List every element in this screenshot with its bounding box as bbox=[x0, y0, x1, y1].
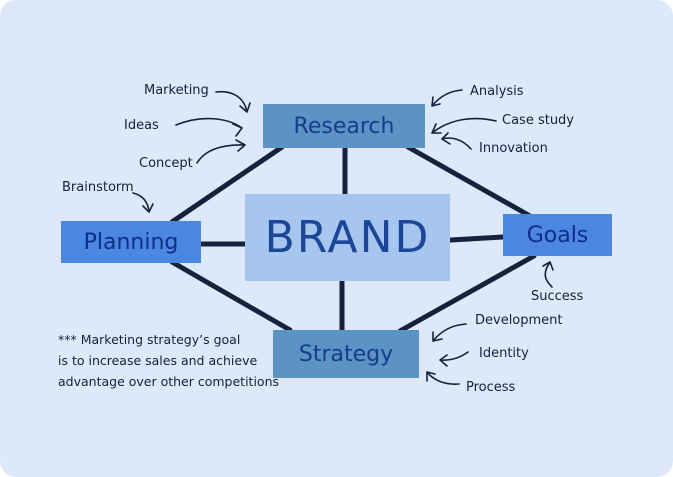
label-case-study: Case study bbox=[502, 113, 575, 128]
line-planning-strategy bbox=[169, 259, 293, 333]
node-goals: Goals bbox=[503, 214, 612, 256]
line-research-planning bbox=[169, 144, 285, 225]
line-goals-strategy bbox=[397, 253, 537, 334]
label-brainstorm: Brainstorm bbox=[62, 180, 134, 195]
node-planning: Planning bbox=[61, 221, 201, 263]
label-ideas: Ideas bbox=[124, 118, 159, 133]
note-line-1: *** Marketing strategy’s goal bbox=[58, 332, 241, 347]
label-analysis: Analysis bbox=[470, 84, 524, 99]
node-research: Research bbox=[263, 104, 425, 148]
node-strategy-label: Strategy bbox=[298, 341, 394, 367]
label-development: Development bbox=[475, 313, 563, 328]
node-research-label: Research bbox=[293, 113, 395, 139]
arrow-brainstorm bbox=[132, 192, 154, 213]
label-concept: Concept bbox=[139, 156, 193, 171]
arrow-analysis bbox=[431, 89, 463, 107]
arrow-marketing bbox=[215, 90, 251, 113]
node-planning-label: Planning bbox=[83, 229, 179, 255]
note-line-3: advantage over other competitions bbox=[58, 374, 280, 389]
arrow-development bbox=[432, 323, 467, 342]
label-process: Process bbox=[466, 380, 516, 395]
arrow-identity bbox=[439, 351, 469, 367]
line-research-goals bbox=[405, 144, 533, 219]
node-strategy: Strategy bbox=[273, 330, 419, 378]
label-marketing: Marketing bbox=[144, 83, 209, 98]
label-success: Success bbox=[531, 289, 584, 304]
label-innovation: Innovation bbox=[479, 141, 548, 156]
node-goals-label: Goals bbox=[526, 222, 589, 248]
arrow-process bbox=[426, 371, 460, 385]
arrow-ideas bbox=[175, 117, 243, 137]
node-brand: BRAND bbox=[245, 194, 450, 281]
label-identity: Identity bbox=[479, 346, 529, 361]
arrow-case-study bbox=[431, 117, 497, 134]
line-brand-goals bbox=[448, 234, 506, 243]
strategy-note: *** Marketing strategy’s goal is to incr… bbox=[58, 329, 298, 392]
note-line-2: is to increase sales and achieve bbox=[58, 353, 258, 368]
arrow-success bbox=[542, 261, 554, 288]
node-brand-label: BRAND bbox=[264, 212, 431, 263]
arrow-concept bbox=[196, 139, 246, 164]
arrow-innovation bbox=[441, 132, 472, 150]
